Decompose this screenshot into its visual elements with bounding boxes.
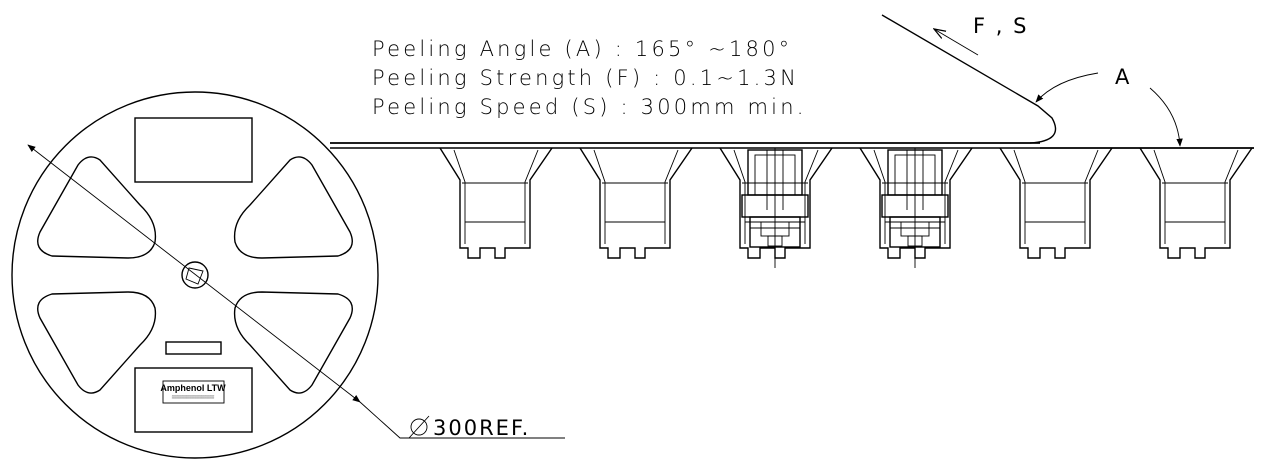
pocket-5 [999,147,1113,259]
pocket-row [439,147,1253,268]
spec-peeling-angle: Peeling Angle (A) : 165° ~180° [372,37,792,61]
pocket-6 [1139,147,1253,259]
pocket-outer-wall [1139,147,1253,259]
diameter-leader [359,401,565,439]
reel-brand-text: Amphenol LTW [160,383,226,393]
pocket-outer-wall [439,147,553,259]
reel-top-label-area [134,117,253,183]
pocket-inner-wall [873,149,959,244]
pocket-3 [719,147,833,268]
pocket-2 [579,147,693,259]
diameter-symbol [410,418,428,436]
reel-hub-key [185,267,204,285]
diameter-line [27,144,361,403]
reel-outer-rim [11,91,379,459]
pocket-outer-wall [719,147,833,259]
pocket-outer-wall [859,147,973,259]
connector-tab [767,235,783,247]
pocket-outer-wall [579,147,693,259]
reel-window-top-left [37,156,157,259]
pocket-4 [859,147,973,268]
diameter-label: 300REF. [433,416,530,440]
carrier-tape [330,142,1254,268]
cover-tape: F , S A [330,14,1183,147]
force-speed-label: F , S [973,14,1028,38]
connector-base [889,216,941,248]
pocket-inner-wall [733,149,819,244]
connector-3 [741,148,809,268]
angle-arc-right [1149,87,1183,147]
reel-window-bottom-left [37,291,157,394]
diameter-symbol-slash [408,415,430,439]
pocket-inner-wall [1153,149,1239,244]
pocket-inner-wall [1013,149,1099,244]
reel-bottom-label-area [134,367,253,433]
pocket-inner-wall [453,149,539,244]
angle-arc-left [1035,72,1099,103]
spec-peeling-strength: Peeling Strength (F) : 0.1~1.3N [372,66,799,90]
connector-base [749,216,801,248]
pocket-outer-wall [999,147,1113,259]
reel-slot [165,341,222,355]
angle-label: A [1115,65,1131,89]
reel-hub [181,261,209,289]
spec-peeling-speed: Peeling Speed (S) : 300mm min. [372,95,807,119]
force-arrow [934,29,979,56]
pocket-1 [439,147,553,259]
pocket-inner-wall [593,149,679,244]
connector-4 [881,148,949,268]
reel-fine-print: ▒▒▒▒▒▒▒▒▒▒▒▒▒▒▒▒▒ [172,395,215,399]
reel: Amphenol LTW ▒▒▒▒▒▒▒▒▒▒▒▒▒▒▒▒▒ 300REF. [11,91,565,459]
spec-block: Peeling Angle (A) : 165° ~180° Peeling S… [372,37,807,119]
connector-tab [907,235,923,247]
